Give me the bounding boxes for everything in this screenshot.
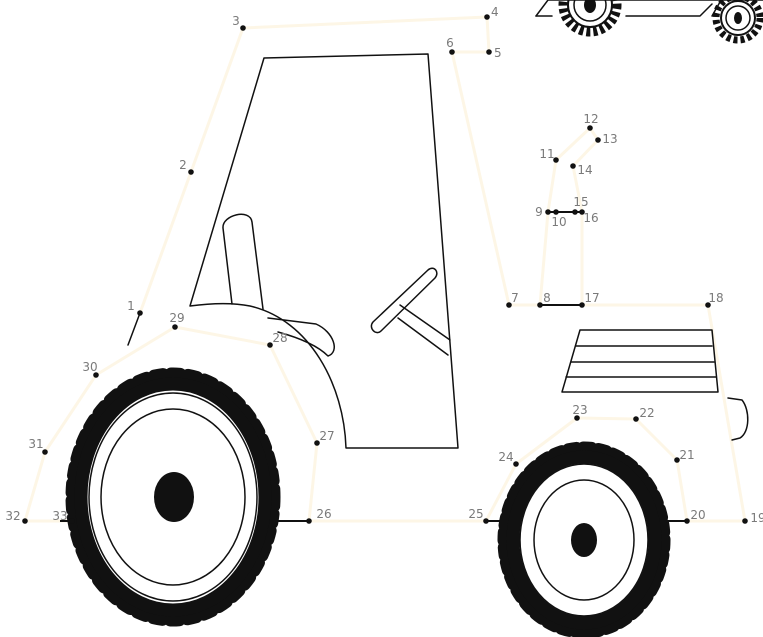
dot-26 <box>306 518 312 524</box>
rear-wheel <box>65 367 281 627</box>
dot-label-13: 13 <box>602 132 617 146</box>
dot-label-28: 28 <box>272 331 287 345</box>
dot-label-12: 12 <box>583 112 598 126</box>
dot-label-29: 29 <box>169 311 184 325</box>
dot-label-15: 15 <box>573 195 588 209</box>
steering-wheel <box>370 267 438 334</box>
dot-label-3: 3 <box>232 14 240 28</box>
dot-label-27: 27 <box>319 429 334 443</box>
dot-5 <box>486 49 492 55</box>
dot-8 <box>537 302 543 308</box>
front-wheel-hub <box>571 523 597 557</box>
dot-18 <box>705 302 711 308</box>
dot-17 <box>579 302 585 308</box>
dot-33 <box>69 518 75 524</box>
dot-6 <box>449 49 455 55</box>
dot-label-24: 24 <box>498 450 513 464</box>
dot-label-33: 33 <box>52 509 67 523</box>
dot-14 <box>570 163 576 169</box>
dot-label-9: 9 <box>535 205 543 219</box>
dot-32 <box>22 518 28 524</box>
dot-3 <box>240 25 246 31</box>
dot-10 <box>553 209 559 215</box>
dot-label-1: 1 <box>127 299 135 313</box>
dot-24 <box>513 461 519 467</box>
front-wheel <box>497 441 671 637</box>
rear-wheel-hub <box>154 472 194 522</box>
dot-13 <box>595 137 601 143</box>
dot-label-17: 17 <box>584 291 599 305</box>
dot-2 <box>188 169 194 175</box>
dot-label-23: 23 <box>572 403 587 417</box>
dot-label-16: 16 <box>583 211 598 225</box>
dot-15 <box>572 209 578 215</box>
dot-20 <box>684 518 690 524</box>
dot-19 <box>742 518 748 524</box>
dot-30 <box>93 372 99 378</box>
dot-label-26: 26 <box>316 507 331 521</box>
dot-label-31: 31 <box>28 437 43 451</box>
dot-label-4: 4 <box>491 5 499 19</box>
seat-back <box>222 213 264 310</box>
dot-11 <box>553 157 559 163</box>
dot-29 <box>172 324 178 330</box>
dot-label-20: 20 <box>690 508 705 522</box>
dot-label-32: 32 <box>5 509 20 523</box>
dot-label-19: 19 <box>750 511 763 525</box>
front-bumper <box>727 397 749 441</box>
dot-21 <box>674 457 680 463</box>
dot-label-7: 7 <box>511 291 519 305</box>
dot-label-21: 21 <box>679 448 694 462</box>
dot-label-11: 11 <box>539 147 554 161</box>
dot-label-8: 8 <box>543 291 551 305</box>
cab-window <box>189 53 459 449</box>
dot-23 <box>574 415 580 421</box>
seat-cushion <box>267 317 335 357</box>
dot-label-10: 10 <box>551 215 566 229</box>
dot-4 <box>484 14 490 20</box>
hood-grille <box>561 329 719 393</box>
dot-label-6: 6 <box>446 36 454 50</box>
dot-1 <box>137 310 143 316</box>
dot-label-5: 5 <box>494 46 502 60</box>
dot-7 <box>506 302 512 308</box>
steering-column <box>397 304 451 356</box>
dot-label-18: 18 <box>708 291 723 305</box>
dot-16 <box>579 209 585 215</box>
dot-label-22: 22 <box>639 406 654 420</box>
dot-9 <box>545 209 551 215</box>
dot-25 <box>483 518 489 524</box>
dot-28 <box>267 342 273 348</box>
dot-27 <box>314 440 320 446</box>
preview-tractor-image <box>535 0 763 44</box>
dot-22 <box>633 416 639 422</box>
dot-label-30: 30 <box>82 360 97 374</box>
dot-31 <box>42 449 48 455</box>
dot-label-2: 2 <box>179 158 187 172</box>
dot-12 <box>587 125 593 131</box>
exhaust-pipe-stub <box>127 312 141 346</box>
dot-label-14: 14 <box>577 163 592 177</box>
dot-label-25: 25 <box>468 507 483 521</box>
